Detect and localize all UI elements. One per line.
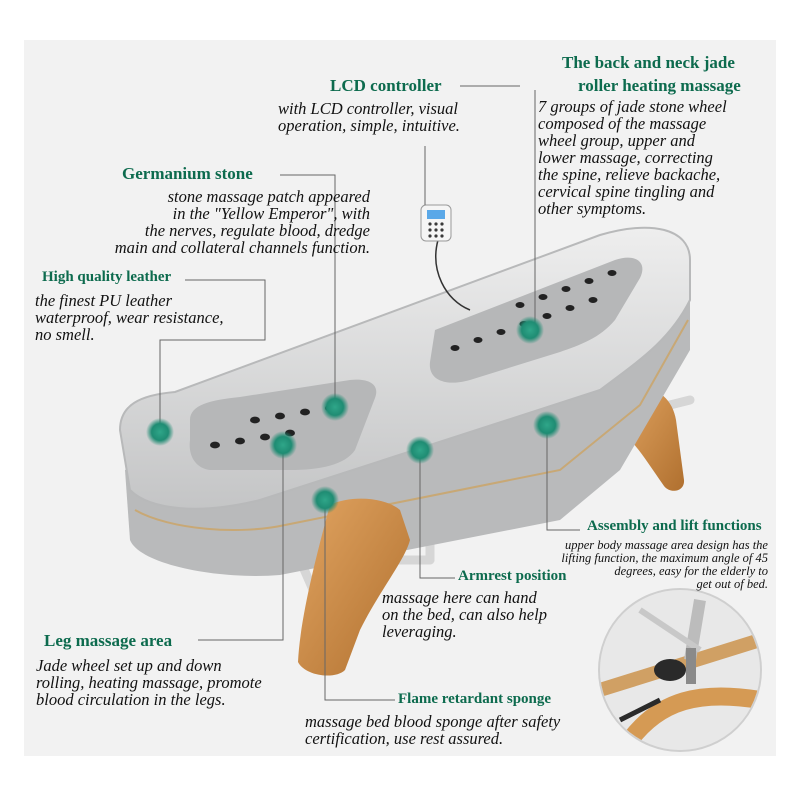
front-wooden-leg xyxy=(298,498,410,676)
germanium-stone-text: stone massage patch appeared in the "Yel… xyxy=(114,187,370,257)
hotspot-marker-icon xyxy=(311,486,339,514)
hotspot-marker-icon xyxy=(269,431,297,459)
jade-roller-title-line1: The back and neck jade xyxy=(562,53,735,72)
hotspot-marker-icon xyxy=(321,393,349,421)
assembly-lift-text: upper body massage area design has the l… xyxy=(561,538,768,591)
leg-massage-title: Leg massage area xyxy=(44,631,173,650)
controller-cable xyxy=(435,239,471,311)
jade-roller-title-line2: roller heating massage xyxy=(578,76,741,95)
leader-lines xyxy=(159,85,580,701)
lcd-controller-title: LCD controller xyxy=(330,76,442,95)
leather-title: High quality leather xyxy=(42,269,172,285)
germanium-stone-title: Germanium stone xyxy=(122,164,253,183)
armrest-text: massage here can hand on the bed, can al… xyxy=(382,588,547,641)
leg-massage-text: Jade wheel set up and down rolling, heat… xyxy=(36,656,262,709)
jade-roller-text: 7 groups of jade stone wheel composed of… xyxy=(538,97,727,218)
hotspot-marker-icon xyxy=(516,316,544,344)
hotspot-marker-icon xyxy=(406,436,434,464)
hotspot-markers xyxy=(146,316,561,514)
armrest-title: Armrest position xyxy=(458,568,567,584)
lcd-controller-text: with LCD controller, visual operation, s… xyxy=(278,99,460,135)
mattress-trim xyxy=(134,319,689,531)
hotspot-marker-icon xyxy=(533,411,561,439)
lcd-controller-remote-icon[interactable] xyxy=(420,204,452,242)
hotspot-marker-icon xyxy=(146,418,174,446)
lift-mechanism-inset xyxy=(598,588,762,752)
sponge-title: Flame retardant sponge xyxy=(398,691,552,707)
assembly-lift-title: Assembly and lift functions xyxy=(587,518,762,534)
sponge-text: massage bed blood sponge after safety ce… xyxy=(305,712,561,748)
leather-text: the finest PU leather waterproof, wear r… xyxy=(35,291,224,344)
